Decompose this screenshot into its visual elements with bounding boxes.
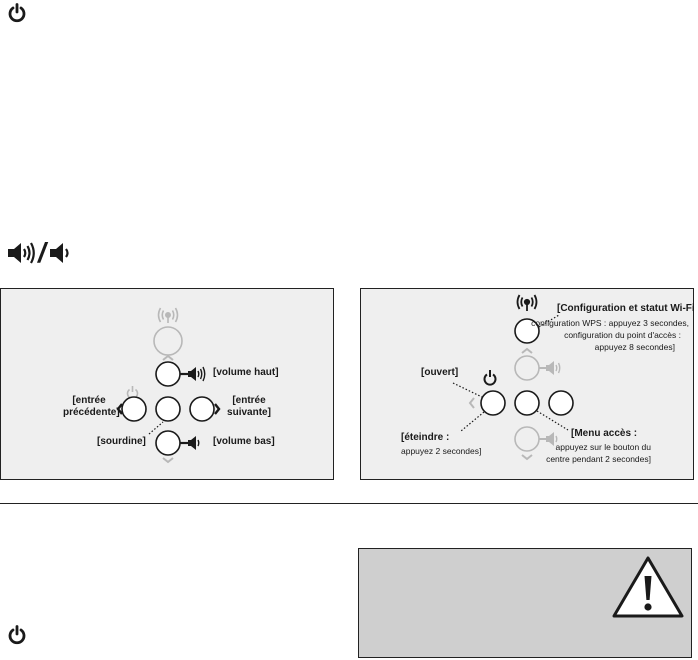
section-divider [0,503,698,504]
label-previous-input: [entrée précédente] [63,395,120,418]
label-menu-line1: appuyez sur le bouton du [555,442,651,452]
next-input-button [189,396,215,422]
power-icon [6,624,28,646]
label-next-input: [entrée suivante] [227,395,271,418]
previous-input-button [121,396,147,422]
chevron-up-icon [162,354,174,361]
warning-icon [612,556,684,618]
volume-heading: / [6,237,72,268]
remote-buttons-panel: [volume haut] [volume bas] [entrée précé… [0,288,334,480]
label-volume-up: [volume haut] [213,367,279,378]
warning-box [358,548,692,658]
chevron-left-icon [468,397,475,409]
label-menu-title: [Menu accès : [571,428,638,439]
chevron-down-icon [521,454,533,461]
volume-up-button [514,355,540,381]
speaker-soft-icon [188,436,200,450]
wifi-leader [538,314,560,328]
chevron-up-icon [521,347,533,354]
label-wifi-line2: configuration du point d'accès : [564,330,681,340]
speaker-loud-icon [188,366,206,382]
wifi-icon [157,307,179,323]
label-menu-line2: centre pendant 2 secondes] [546,454,651,464]
chevron-down-icon [162,457,174,464]
power-icon [6,2,28,24]
volume-up-button [155,361,181,387]
wifi-icon [516,294,538,311]
label-wifi-title: [Configuration et statut Wi-Fi : [557,303,698,314]
volume-separator: / [38,237,46,268]
volume-down-button [155,430,181,456]
chevron-right-icon [214,403,221,415]
mute-leader [148,421,164,435]
speaker-loud-icon [546,361,561,375]
wifi-button [153,326,183,356]
right-panel-diagram [452,294,574,461]
speaker-loud-icon [6,241,36,265]
wifi-button [514,318,540,344]
menu-leader [536,410,569,431]
label-off-title: [éteindre : [401,432,450,443]
speaker-soft-icon [48,241,72,265]
label-open: [ouvert] [421,367,459,378]
center-button [155,396,181,422]
label-volume-down: [volume bas] [213,436,275,447]
label-mute: [sourdine] [97,436,146,447]
power-icon [483,370,497,386]
settings-buttons-panel: [Configuration et statut Wi-Fi : configu… [360,288,698,480]
open-leader [452,382,483,398]
center-button [514,390,540,416]
speaker-soft-icon [546,432,558,446]
label-wifi-line1: configuration WPS : appuyez 3 secondes, [531,318,689,328]
right-button [548,390,574,416]
label-wifi-line3: appuyez 8 secondes] [594,342,675,352]
off-leader [460,411,485,432]
label-off-line: appuyez 2 secondes] [401,446,482,456]
left-panel-diagram [116,307,221,464]
chevron-left-icon [116,403,123,415]
power-button [480,390,506,416]
